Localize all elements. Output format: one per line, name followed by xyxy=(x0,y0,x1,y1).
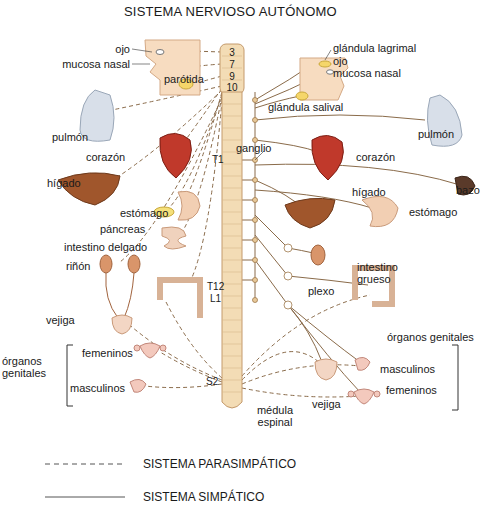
organ-label: intestino grueso xyxy=(357,261,412,285)
organ-label: páncreas xyxy=(100,223,145,235)
head-left xyxy=(145,40,200,95)
organ-label: estómago xyxy=(120,207,168,219)
legend-text: SISTEMA SIMPÁTICO xyxy=(143,490,264,504)
hearts xyxy=(160,133,344,180)
organ-label: pulmón xyxy=(418,128,454,140)
organ-label: hígado xyxy=(352,186,386,198)
organ-label: ojo xyxy=(92,43,130,55)
organ-label: masculinos xyxy=(380,363,435,375)
organ-label: glándula lagrimal xyxy=(333,42,416,54)
diagram-title: SISTEMA NERVIOSO AUTÓNOMO xyxy=(124,4,337,19)
organ-label: parótida xyxy=(164,73,204,85)
lungs xyxy=(80,90,462,146)
organ-label: plexo xyxy=(308,285,334,297)
segment-number: 9 xyxy=(224,71,240,83)
bladders xyxy=(112,315,337,380)
livers xyxy=(58,173,335,228)
legend-text: SISTEMA PARASIMPÁTICO xyxy=(143,457,296,471)
organ-label: ojo xyxy=(333,55,348,67)
segment-number: S2 xyxy=(206,376,218,388)
organ-label: bazo xyxy=(456,184,480,196)
segment-number: T1 xyxy=(212,154,224,166)
spinal-cord-label: médula espinal xyxy=(251,404,299,428)
segment-number: 3 xyxy=(224,47,240,59)
organ-label: riñón xyxy=(66,260,90,272)
segment-number: L1 xyxy=(210,293,221,305)
organ-label: masculinos xyxy=(70,382,125,394)
spinal-cord xyxy=(220,44,244,408)
organ-label: ganglio xyxy=(236,142,271,154)
brackets xyxy=(67,345,458,410)
organ-label: hígado xyxy=(47,177,81,189)
legend-dashed-sample xyxy=(45,464,125,465)
organ-label: vejiga xyxy=(46,314,75,326)
small-intestine xyxy=(162,227,186,249)
organ-label: mucosa nasal xyxy=(333,67,401,79)
organ-label: órganos genitales xyxy=(387,331,474,343)
organ-label: órganos genitales xyxy=(2,355,62,379)
genitals xyxy=(130,343,380,404)
segment-number: T12 xyxy=(207,281,224,293)
legend-solid-sample xyxy=(45,497,125,498)
kidneys xyxy=(100,245,325,318)
organ-label: vejiga xyxy=(312,398,341,410)
organ-label: corazón xyxy=(356,151,395,163)
segment-number: 7 xyxy=(224,59,240,71)
organ-label: mucosa nasal xyxy=(30,58,130,70)
ganglion-chain xyxy=(253,98,293,310)
organ-label: estómago xyxy=(409,206,457,218)
organ-label: femeninos xyxy=(82,347,133,359)
organ-label: intestino delgado xyxy=(64,241,147,253)
organ-label: femeninos xyxy=(386,384,437,396)
organ-label: pulmón xyxy=(52,131,88,143)
organ-label: glándula salival xyxy=(268,101,343,113)
segment-number: 10 xyxy=(224,82,240,94)
organ-label: corazón xyxy=(86,151,125,163)
